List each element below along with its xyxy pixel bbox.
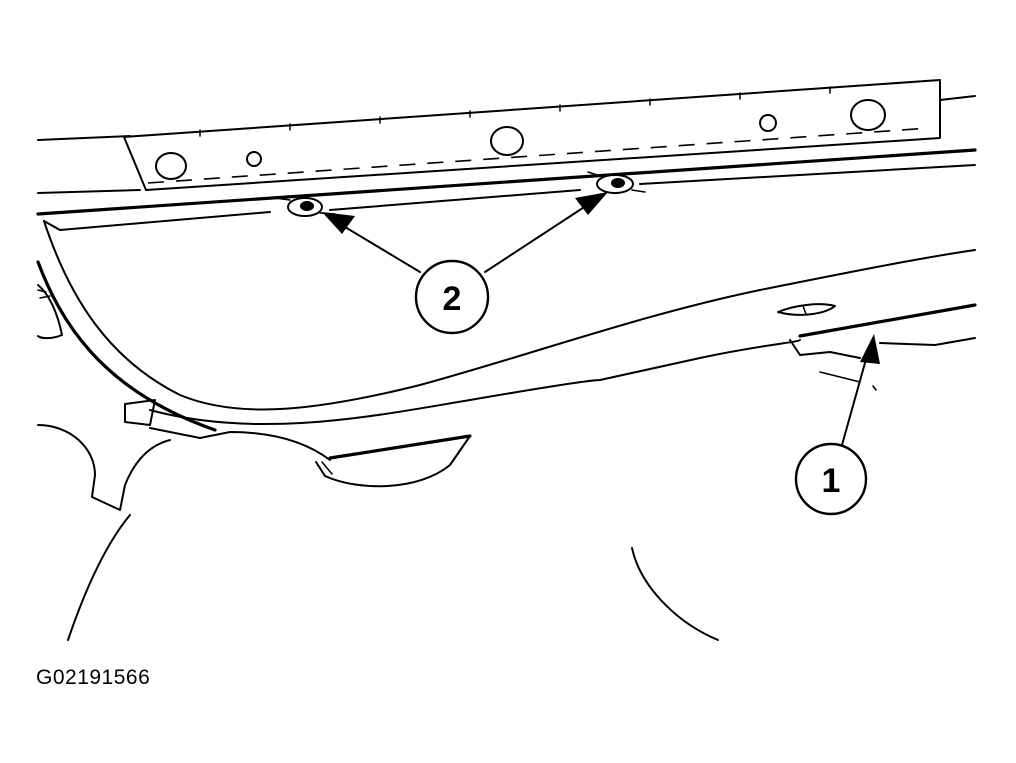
- callout-2-label: 2: [443, 280, 462, 318]
- strip-hole-2: [246, 151, 262, 167]
- bumper-top-inner-edge: [43, 164, 976, 231]
- strip-hole-5: [850, 99, 886, 131]
- callout-1-label: 1: [822, 462, 841, 500]
- quarter-panel-curve: [36, 260, 217, 432]
- tire-arc-right: [631, 547, 719, 641]
- bumper-lower-edge: [149, 339, 801, 426]
- strip-hole-4: [759, 114, 777, 132]
- upper-body-line: [37, 95, 976, 141]
- mounting-strip: [123, 79, 941, 191]
- figure-id: G02191566: [36, 666, 151, 689]
- callout-1: 1: [794, 442, 868, 516]
- mounting-strip-dashes: [147, 127, 931, 184]
- callout-1-arrowhead: [860, 334, 880, 364]
- fastener-clip-right: [587, 171, 646, 194]
- lower-lip: [789, 337, 976, 359]
- strip-hole-1: [155, 152, 187, 180]
- lower-lip-ticks: [819, 371, 877, 391]
- mounting-strip-ticks: [199, 86, 831, 137]
- lower-valance: [149, 427, 331, 461]
- callout-2-leader-right: [484, 199, 596, 273]
- callout-2: 2: [414, 259, 490, 335]
- bumper-cover-outline: [43, 220, 976, 411]
- bumper-side-reflector: [777, 303, 836, 316]
- tire-arc-left: [37, 424, 171, 511]
- strip-hole-3: [490, 126, 524, 156]
- tailpipe-cutout: [315, 435, 471, 488]
- rear-rail-top-edge: [37, 189, 141, 194]
- lower-valance-thick: [328, 434, 472, 460]
- valance-left: [124, 399, 156, 426]
- tailpipe-cutout-inner: [321, 461, 333, 475]
- callout-2-arrowhead-right: [575, 192, 608, 215]
- bumper-top-seam: [36, 148, 977, 216]
- callout-2-arrowhead-left: [322, 212, 355, 234]
- left-badge: [37, 289, 51, 299]
- tire-arc-lower: [67, 514, 131, 641]
- bumper-lower-seam: [798, 303, 977, 338]
- reflector-detail: [802, 305, 807, 315]
